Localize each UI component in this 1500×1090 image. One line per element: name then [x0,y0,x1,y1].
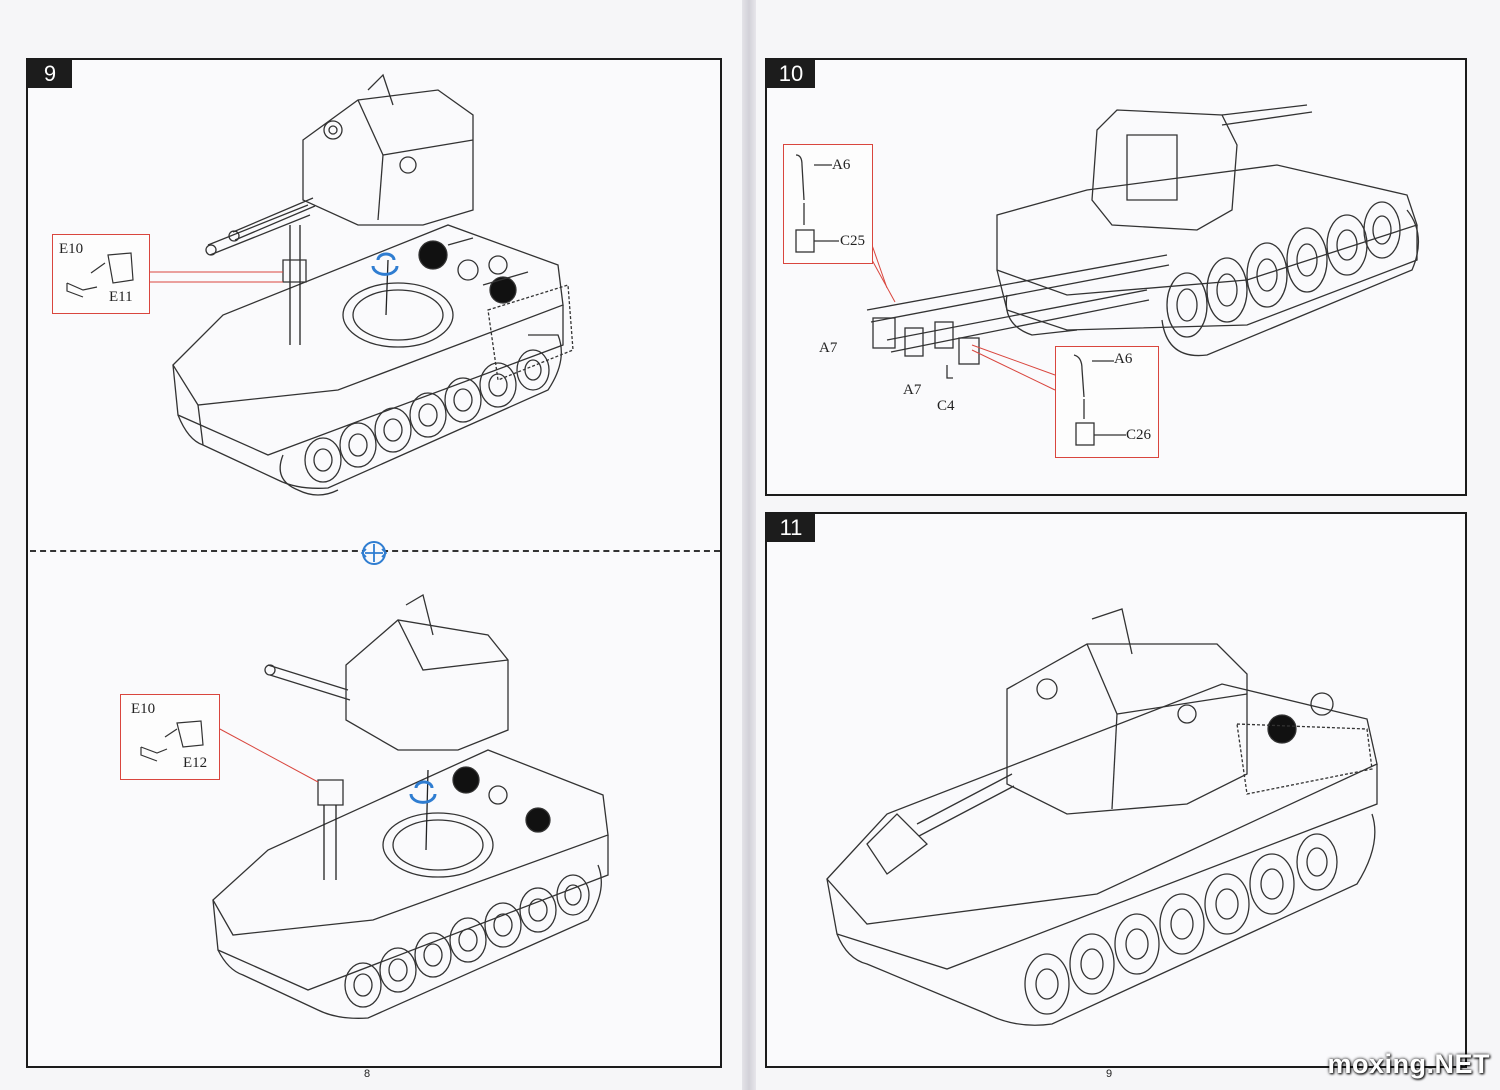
tank-illustration-upper [128,73,574,496]
step-9-panel: 9 [26,58,722,1068]
step-9-badge: 9 [28,60,72,88]
step-10-panel: 10 [765,58,1467,496]
part-label-c26: C26 [1126,427,1152,443]
part-label-a6-top: A6 [832,157,851,173]
callout-e10-e11: E10 E11 [52,234,150,314]
page-number-left: 8 [364,1068,371,1080]
part-label-e12: E12 [183,755,208,771]
part-label-c25: C25 [840,233,866,249]
part-label-e10: E10 [59,241,84,257]
step-11-badge: 11 [767,514,815,542]
tank-illustration-lower [212,593,609,1019]
part-label-e10-b: E10 [131,701,156,717]
callout-e10-e12: E10 E12 [120,694,220,780]
rotate-view-icon [360,541,388,565]
part-label-e11: E11 [109,289,133,305]
tank-illustration-step11 [826,608,1378,1026]
part-e12-icon [140,720,204,762]
step-10-badge: 10 [767,60,815,88]
step-11-panel: 11 [765,512,1467,1068]
part-label-a7-left: A7 [819,340,838,356]
part-e11-icon [66,252,134,298]
book-spine [742,0,756,1090]
part-label-a6-bottom: A6 [1114,351,1133,367]
callout-a6-c26: A6 C26 [1055,346,1159,458]
tank-illustration-step10 [866,104,1420,391]
watermark-logo: moxing.NET [1327,1049,1490,1079]
page-number-right: 9 [1106,1068,1113,1080]
callout-a6-c25: A6 C25 [783,144,873,264]
part-label-c4: C4 [937,398,955,414]
part-label-a7-right: A7 [903,382,922,398]
part-c26-icon [1073,354,1126,446]
part-c25-icon [795,154,839,253]
